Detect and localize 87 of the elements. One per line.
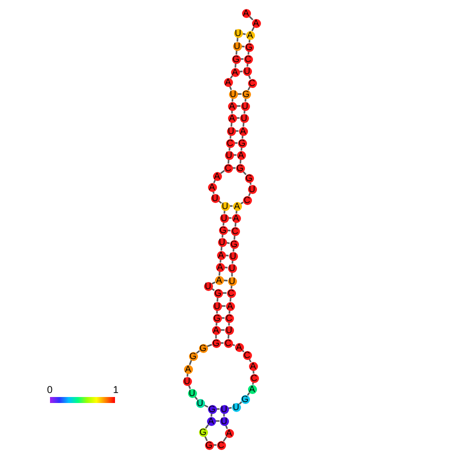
nucleotide-circle: A: [224, 78, 232, 86]
nucleotide-circle: A: [216, 262, 224, 272]
nucleotide-circle: G: [232, 54, 240, 64]
nucleotide-circle: A: [184, 364, 192, 374]
nucleotide-circle: U: [218, 238, 226, 246]
nucleotide-circle: A: [208, 182, 216, 192]
connector-line: [206, 344, 212, 348]
nucleotide-circle: A: [214, 276, 224, 284]
nucleotide-circle: G: [236, 164, 244, 172]
connector-line: [248, 16, 254, 20]
nucleotide-circle: A: [238, 126, 248, 136]
nucleotide-circle: U: [220, 202, 230, 210]
nucleotide-circle: A: [234, 342, 244, 352]
connector-line: [248, 86, 250, 90]
nucleotide-circle: A: [206, 416, 216, 426]
connector-line: [188, 360, 192, 366]
nucleotide-circle: C: [224, 164, 232, 172]
nucleotide-circle: U: [210, 194, 220, 202]
nucleotide-circle: G: [244, 42, 254, 52]
nucleotide-circle: C: [216, 440, 226, 450]
nucleotide-circle: A: [212, 326, 220, 334]
nucleotide-circle: A: [216, 250, 226, 260]
nucleotide-circle: U: [232, 42, 242, 50]
nucleotide-circle: U: [212, 302, 222, 310]
nucleotide-circle: C: [226, 138, 234, 148]
nucleotide-circle: U: [228, 264, 236, 272]
nucleotide-circle: C: [230, 226, 240, 236]
nucleotide-circle: A: [228, 102, 236, 110]
nucleotide-circle: G: [214, 288, 222, 298]
nucleotide-circle: A: [230, 68, 240, 76]
nucleotide-circle: A: [252, 18, 260, 28]
nucleotide-circle: U: [224, 150, 234, 160]
nucleotide-circle: G: [198, 344, 208, 352]
nucleotide-circle: U: [242, 66, 252, 76]
nucleotide-circle: U: [220, 416, 228, 426]
scale-label: 1: [113, 386, 119, 396]
nucleotide-circle: U: [226, 126, 236, 136]
nucleotide-circle: A: [236, 150, 246, 160]
nucleotide-circle: C: [242, 350, 252, 360]
nucleotide-circle: A: [226, 302, 234, 310]
nucleotide-circle: A: [242, 8, 250, 18]
nucleotide-circle: U: [204, 282, 212, 290]
connector-line: [196, 350, 200, 354]
nucleotide-circle: C: [224, 338, 232, 348]
nucleotide-circle: U: [240, 114, 248, 122]
nucleotide-circle: G: [212, 314, 222, 322]
nucleotide-circle: U: [188, 388, 196, 398]
nucleotide-circle: A: [224, 428, 234, 438]
nucleotide-circle: C: [244, 54, 252, 64]
nucleotide-circle: C: [226, 288, 236, 298]
connector-line: [212, 282, 216, 284]
nucleotide-circle: U: [248, 184, 256, 194]
nucleotide-circle: G: [204, 440, 214, 450]
nucleotide-circle: G: [240, 394, 250, 404]
nucleotide-circle: C: [248, 78, 256, 88]
nucleotide-circle: G: [198, 428, 208, 436]
nucleotide-circle: A: [248, 362, 258, 370]
nucleotide-circle: G: [218, 226, 228, 234]
nucleotide-circle: U: [182, 376, 192, 386]
nucleotide-circle: U: [220, 214, 228, 222]
nucleotide-circle: A: [228, 114, 236, 122]
nucleotide-circle: A: [246, 30, 254, 40]
nucleotide-circle: U: [240, 102, 250, 110]
nucleotide-circle: G: [188, 352, 198, 360]
nucleotide-circle: G: [244, 174, 254, 182]
nucleotide-circle: U: [228, 90, 238, 98]
nucleotide-circle: G: [230, 240, 238, 248]
nucleotide-circle: C: [224, 314, 234, 322]
nucleotide-circle: U: [234, 28, 242, 38]
nucleotide-circle: U: [224, 326, 234, 334]
nucleotide-circle: A: [212, 172, 222, 180]
nucleotide-circle: G: [212, 338, 220, 348]
scale-label: 0: [47, 386, 53, 396]
nucleotide-circle: C: [250, 374, 258, 382]
nucleotide-circle: G: [242, 90, 250, 98]
nucleotide-circle: A: [232, 202, 242, 210]
nucleotide-circle: U: [196, 398, 204, 408]
nucleotide-circle: U: [228, 252, 238, 260]
nucleotide-circle: C: [242, 196, 252, 204]
nucleotide-circle: G: [238, 138, 246, 148]
nucleotide-circle: G: [208, 404, 216, 414]
connector-line: [238, 401, 242, 405]
nucleotide-circle: U: [232, 402, 240, 412]
nucleotide-circle: A: [232, 214, 240, 222]
nucleotide-circle: U: [220, 404, 228, 414]
nucleotide-circle: A: [248, 384, 256, 394]
nucleotide-circle: U: [228, 276, 236, 286]
